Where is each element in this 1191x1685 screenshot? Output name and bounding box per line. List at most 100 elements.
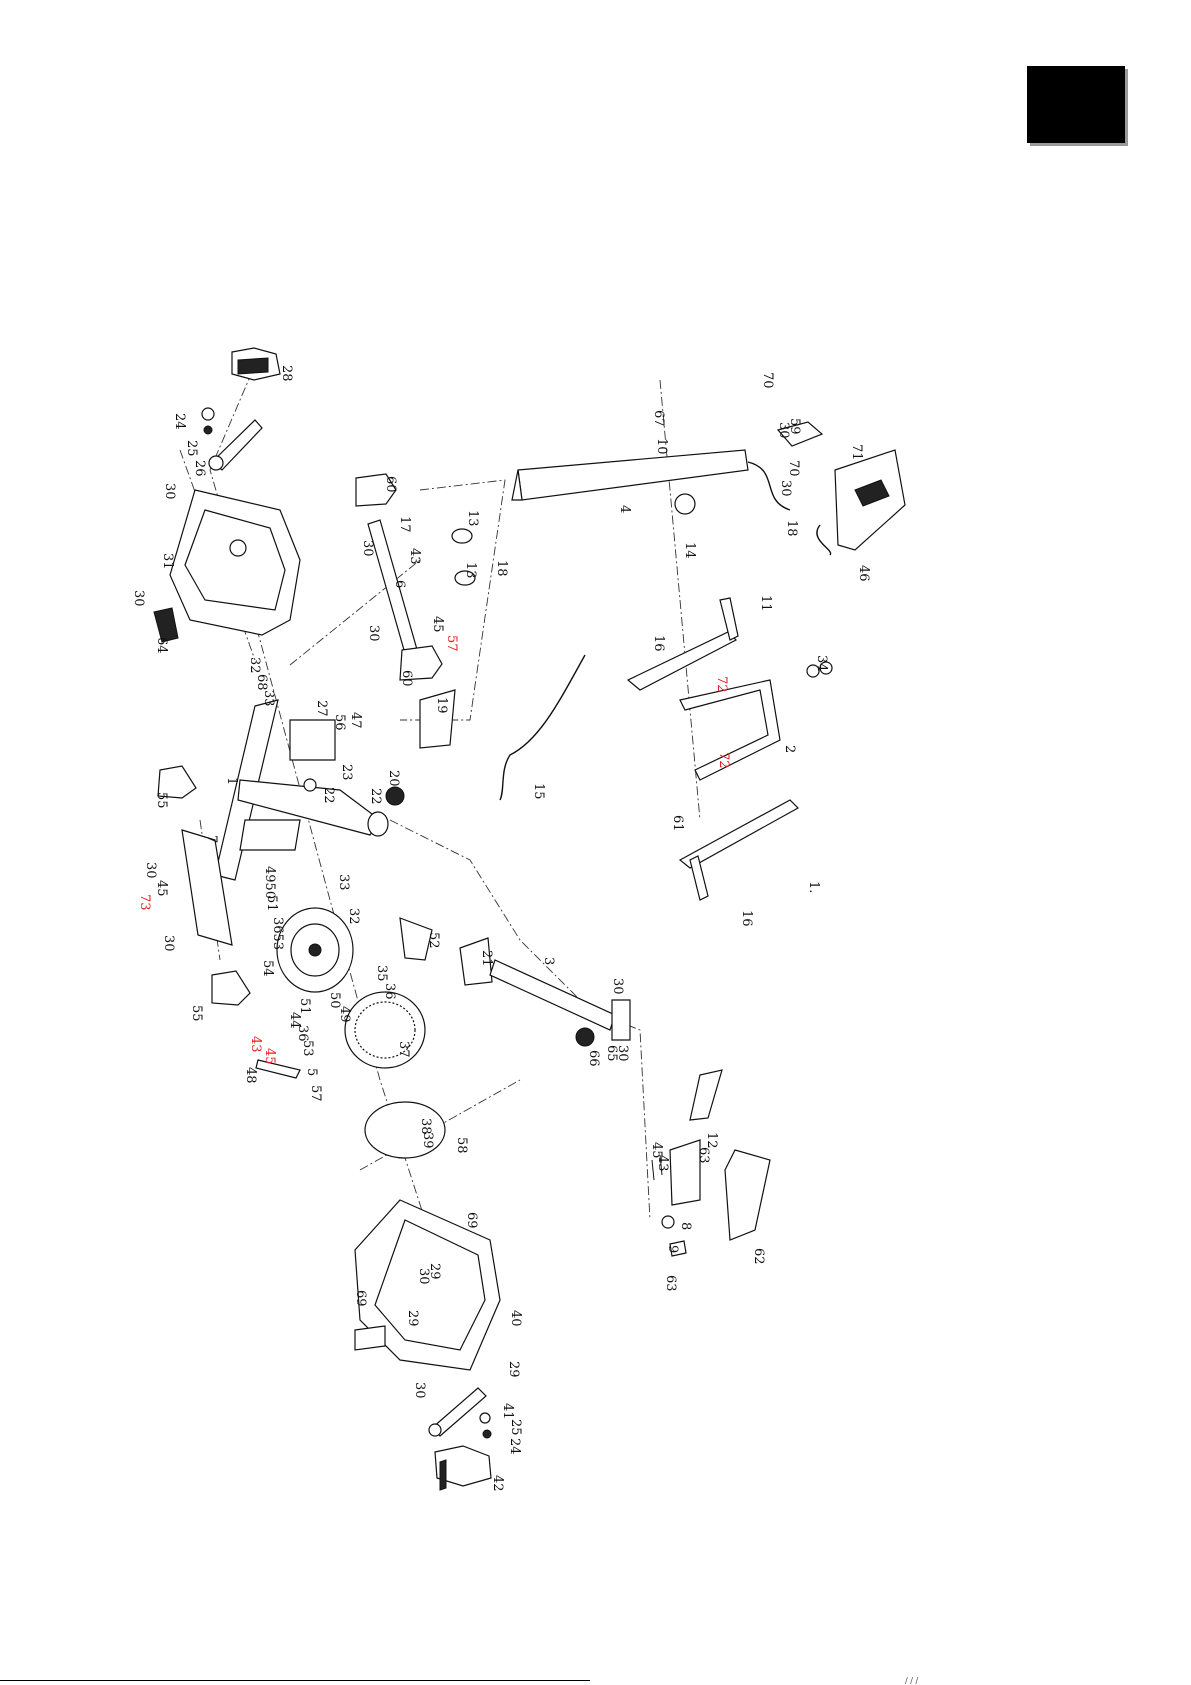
part-label-30: 30 — [162, 483, 177, 500]
part-label-32: 32 — [346, 908, 361, 925]
part-label-31: 31 — [160, 553, 175, 570]
left-pedal-assembly — [201, 347, 281, 471]
part-label-26: 26 — [192, 460, 207, 477]
part-label-67: 67 — [651, 410, 666, 427]
part-label-23: 23 — [339, 764, 354, 781]
part-label-58: 58 — [454, 1137, 469, 1154]
part-label-30: 30 — [412, 1382, 427, 1399]
part-label-54: 54 — [260, 960, 275, 977]
part-label-12: 12 — [704, 1132, 719, 1149]
part-label-29: 29 — [427, 1263, 442, 1280]
seat-assembly — [651, 1069, 771, 1257]
part-label-50: 50 — [327, 992, 342, 1009]
part-label-72: 72 — [716, 752, 731, 769]
part-label-32: 32 — [247, 657, 262, 674]
footer-note: / / / — [905, 1676, 919, 1685]
part-label-46: 46 — [856, 565, 871, 582]
part-label-6: 6 — [392, 580, 407, 588]
part-label-37: 37 — [396, 1041, 411, 1058]
part-label-36: 36 — [295, 1025, 310, 1042]
part-label-24: 24 — [507, 1438, 522, 1455]
part-label-30: 30 — [360, 540, 375, 557]
part-label-43: 43 — [655, 1155, 670, 1172]
part-label-45: 45 — [430, 616, 445, 633]
part-label-7: 7 — [204, 835, 219, 843]
console — [816, 449, 906, 556]
footer-rule — [0, 1680, 590, 1681]
part-label-9: 9 — [665, 1245, 680, 1253]
part-label-15: 15 — [531, 783, 546, 800]
part-label-52: 52 — [426, 932, 441, 949]
part-label-19: 19 — [434, 697, 449, 714]
part-label-10: 10 — [654, 438, 669, 455]
part-label-34: 34 — [814, 655, 829, 672]
part-label-60: 60 — [399, 670, 414, 687]
part-label-16: 16 — [739, 910, 754, 927]
part-label-62: 62 — [751, 1248, 766, 1265]
part-label-42: 42 — [490, 1475, 505, 1492]
part-label-36: 36 — [382, 983, 397, 1000]
part-label-30: 30 — [131, 590, 146, 607]
part-label-69: 69 — [353, 1290, 368, 1307]
part-label-18: 18 — [784, 520, 799, 537]
part-label-63: 63 — [663, 1275, 678, 1292]
part-label-45: 45 — [154, 880, 169, 897]
part-label-35: 35 — [374, 965, 389, 982]
part-label-61: 61 — [670, 815, 685, 832]
left-side-cover — [153, 489, 301, 643]
part-label-17: 17 — [397, 516, 412, 533]
part-label-56: 56 — [332, 714, 347, 731]
part-label-70: 70 — [786, 460, 801, 477]
part-label-57: 57 — [308, 1085, 323, 1102]
part-label-69: 69 — [464, 1212, 479, 1229]
part-label-43: 43 — [248, 1036, 263, 1053]
part-label-1: 1 — [224, 777, 239, 785]
part-label-51: 51 — [264, 895, 279, 912]
handlebars — [626, 597, 833, 901]
part-label-44: 44 — [287, 1012, 302, 1029]
part-label-4950: 4950 — [262, 866, 277, 899]
rear-stabilizer — [157, 765, 251, 1006]
part-label-3653: 3653 — [270, 917, 285, 950]
part-label-68: 68 — [254, 674, 269, 691]
part-label-55: 55 — [189, 1005, 204, 1022]
part-label-45: 45 — [262, 1048, 277, 1065]
part-label-70: 70 — [760, 372, 775, 389]
part-label-33: 33 — [336, 874, 351, 891]
part-label-21: 21 — [479, 950, 494, 967]
part-label-22: 22 — [321, 787, 336, 804]
part-label-45: 45 — [649, 1142, 664, 1159]
part-label-51: 51 — [297, 998, 312, 1015]
main-frame — [214, 699, 405, 881]
part-label-27: 27 — [314, 700, 329, 717]
part-label-22: 22 — [368, 788, 383, 805]
part-label-38: 38 — [418, 1118, 433, 1135]
part-label-66: 66 — [586, 1050, 601, 1067]
part-label-57: 57 — [444, 635, 459, 652]
part-label-13: 13 — [463, 562, 478, 579]
flywheel-group — [255, 907, 446, 1159]
part-label-29: 29 — [405, 1310, 420, 1327]
part-label-64: 64 — [154, 637, 169, 654]
part-label-30: 30 — [778, 480, 793, 497]
part-label-55: 55 — [154, 792, 169, 809]
part-label-30: 30 — [416, 1268, 431, 1285]
part-label-40: 40 — [508, 1310, 523, 1327]
part-label-49: 49 — [337, 1006, 352, 1023]
part-label-71: 71 — [849, 444, 864, 461]
part-label-24: 24 — [172, 413, 187, 430]
corner-page-tab — [1027, 66, 1125, 143]
part-label-33: 33 — [261, 690, 276, 707]
part-label-13: 13 — [465, 510, 480, 527]
part-label-30: 30 — [776, 422, 791, 439]
part-label-3: 3 — [541, 957, 556, 965]
part-label-72: 72 — [714, 676, 729, 693]
part-label-59: 59 — [787, 418, 802, 435]
part-label-25: 25 — [508, 1419, 523, 1436]
right-pedal-assembly — [428, 1387, 492, 1491]
part-label-65: 65 — [604, 1045, 619, 1062]
part-label-60: 60 — [383, 476, 398, 493]
right-side-cover — [354, 1199, 501, 1371]
